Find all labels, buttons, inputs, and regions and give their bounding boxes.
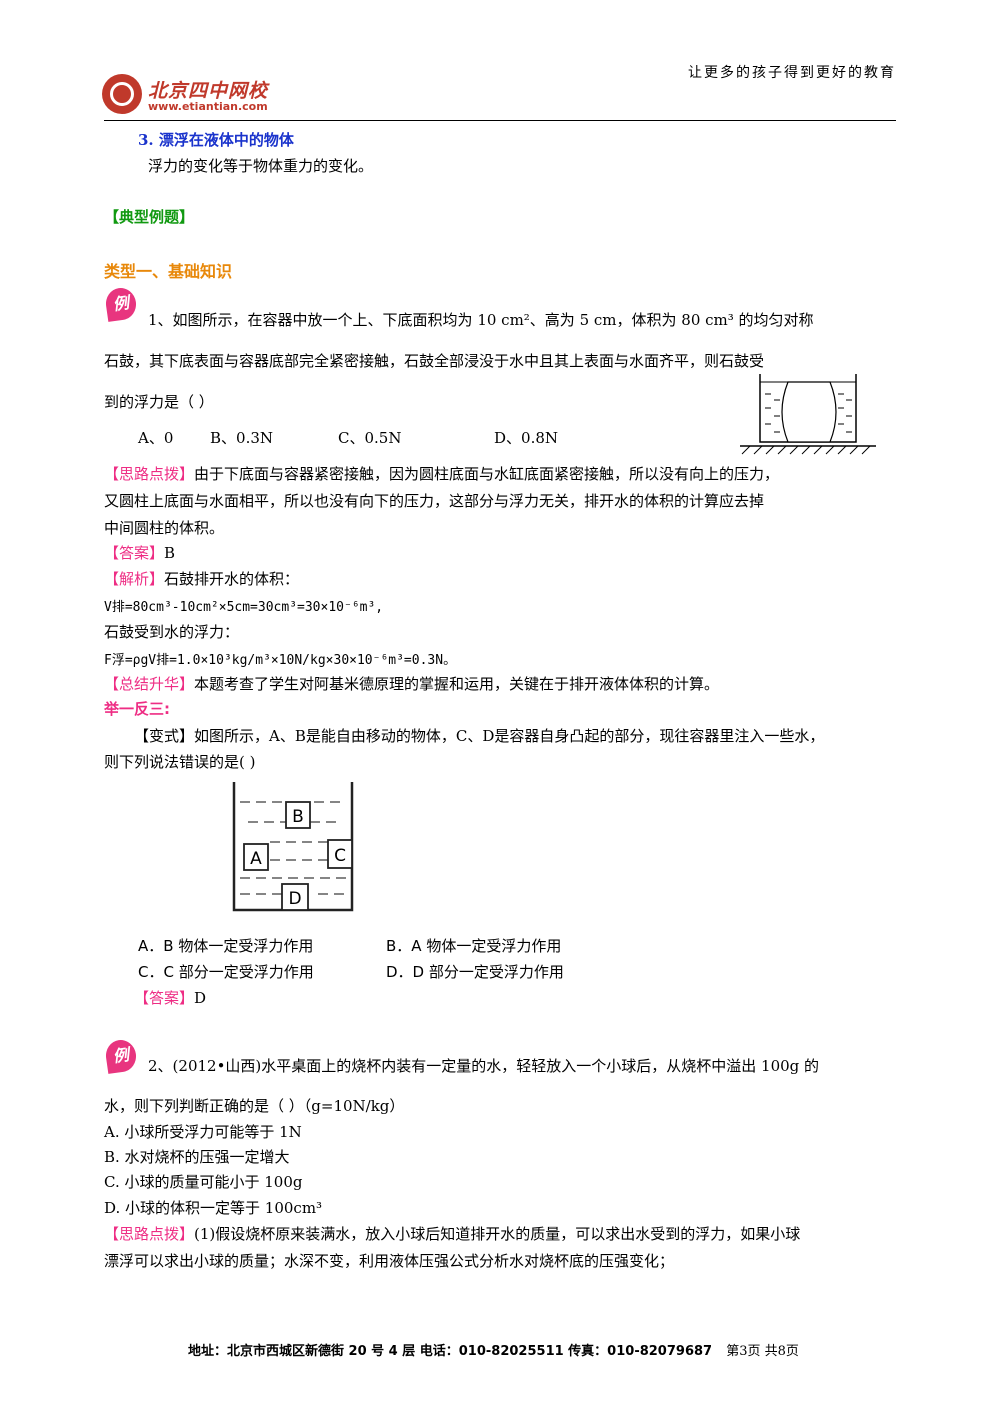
variant-option-d: D．D 部分一定受浮力作用 bbox=[386, 963, 564, 981]
section3-title: 3. 漂浮在液体中的物体 bbox=[138, 131, 294, 149]
footer: 地址：北京市西城区新德街 20 号 4 层 电话：010-82025511 传真… bbox=[188, 1340, 799, 1359]
variant-figure: B A C D bbox=[232, 782, 354, 912]
fig-label-d: D bbox=[288, 889, 301, 909]
logo-url: www.etiantian.com bbox=[148, 100, 268, 113]
logo: 北京四中网校 www.etiantian.com bbox=[102, 74, 292, 118]
ex1-analysis-l3: 石鼓受到水的浮力： bbox=[104, 623, 240, 641]
section3-text: 浮力的变化等于物体重力的变化。 bbox=[148, 157, 374, 175]
ex1-answer-label: 【答案】 bbox=[104, 544, 165, 562]
ex2-hint-label: 【思路点拨】 bbox=[104, 1225, 195, 1243]
ex2-hint-l2: 漂浮可以求出小球的质量；水深不变，利用液体压强公式分析水对烧杯底的压强变化； bbox=[104, 1252, 675, 1270]
variant-answer: 【答案】D bbox=[134, 988, 206, 1008]
type1-heading: 类型一、基础知识 bbox=[104, 262, 233, 281]
ex1-hint-label: 【思路点拨】 bbox=[104, 465, 195, 483]
ex1-hint-l1: 由于下底面与容器紧密接触，因为圆柱底面与水缸底面紧密接触，所以没有向上的压力， bbox=[194, 465, 780, 483]
ex1-analysis-l1: 石鼓排开水的体积： bbox=[164, 570, 300, 588]
ex1-analysis-l4: F浮=ρgV排=1.0×10³kg/m³×10N/kg×30×10⁻⁶m³=0.… bbox=[104, 653, 457, 668]
typical-examples-heading: 【典型例题】 bbox=[104, 208, 195, 226]
fig-label-c: C bbox=[334, 846, 346, 866]
ex1-analysis: 【解析】石鼓排开水的体积： bbox=[104, 569, 299, 589]
logo-emblem-icon bbox=[102, 74, 142, 114]
ex2-hint: 【思路点拨】(1)假设烧杯原来装满水，放入小球后知道排开水的质量，可以求出水受到… bbox=[104, 1224, 800, 1244]
variant-option-a: A．B 物体一定受浮力作用 bbox=[138, 937, 314, 955]
ex2-option-d: D. 小球的体积一定等于 100cm³ bbox=[104, 1199, 323, 1217]
variant-answer-label: 【答案】 bbox=[134, 989, 195, 1007]
variant-option-c: C．C 部分一定受浮力作用 bbox=[138, 963, 314, 981]
ex1-line2: 石鼓，其下底表面与容器底部完全紧密接触，石鼓全部浸没于水中且其上表面与水面齐平，… bbox=[104, 352, 765, 370]
ex1-analysis-l2: V排=80cm³-10cm²×5cm=30cm³=30×10⁻⁶m³, bbox=[104, 600, 384, 615]
ex2-option-c: C. 小球的质量可能小于 100g bbox=[104, 1173, 303, 1191]
fig-label-b: B bbox=[292, 807, 304, 827]
ex1-option-c: C、0.5N bbox=[338, 429, 402, 447]
ex1-answer-value: B bbox=[164, 544, 176, 562]
ex1-option-b: B、0.3N bbox=[210, 429, 274, 447]
footer-address: 地址：北京市西城区新德街 20 号 4 层 电话：010-82025511 传真… bbox=[188, 1344, 713, 1359]
ex2-option-b: B. 水对烧杯的压强一定增大 bbox=[104, 1148, 290, 1166]
ex1-line3: 到的浮力是（ ） bbox=[104, 393, 214, 411]
ex1-hint-l3: 中间圆柱的体积。 bbox=[104, 519, 225, 537]
ex1-line1: 1、如图所示，在容器中放一个上、下底面积均为 10 cm²、高为 5 cm，体积… bbox=[148, 311, 814, 329]
ex1-hint-l2: 又圆柱上底面与水面相平，所以也没有向下的压力，这部分与浮力无关，排开水的体积的计… bbox=[104, 492, 765, 510]
fig-label-a: A bbox=[250, 849, 262, 869]
variant-option-b: B．A 物体一定受浮力作用 bbox=[386, 937, 562, 955]
ex1-summary-label: 【总结升华】 bbox=[104, 675, 195, 693]
ex1-analysis-label: 【解析】 bbox=[104, 570, 165, 588]
ex1-figure bbox=[740, 374, 876, 455]
ex2-line1: 2、(2012•山西)水平桌面上的烧杯内装有一定量的水，轻轻放入一个小球后，从烧… bbox=[148, 1057, 820, 1075]
header-slogan: 让更多的孩子得到更好的教育 bbox=[688, 65, 896, 81]
ex1-option-d: D、0.8N bbox=[494, 429, 559, 447]
header-divider bbox=[104, 120, 896, 121]
variant-answer-value: D bbox=[194, 989, 207, 1007]
example2-badge-icon: 例 bbox=[103, 1038, 139, 1074]
variant-line2: 则下列说法错误的是( ) bbox=[104, 753, 256, 771]
variant-line1: 【变式】如图所示，A、B是能自由移动的物体，C、D是容器自身凸起的部分，现往容器… bbox=[134, 727, 825, 745]
footer-page: 第3页 共8页 bbox=[726, 1344, 799, 1359]
ex2-option-a: A. 小球所受浮力可能等于 1N bbox=[104, 1123, 302, 1141]
variant-heading: 举一反三: bbox=[104, 700, 170, 718]
ex1-answer: 【答案】B bbox=[104, 543, 175, 563]
example-badge-icon: 例 bbox=[103, 286, 139, 322]
ex2-line2: 水，则下列判断正确的是（ ）（g=10N/kg） bbox=[104, 1097, 405, 1115]
ex2-hint-l1: (1)假设烧杯原来装满水，放入小球后知道排开水的质量，可以求出水受到的浮力，如果… bbox=[194, 1225, 801, 1243]
logo-name: 北京四中网校 bbox=[148, 80, 269, 102]
ex1-option-a: A、0 bbox=[138, 429, 174, 447]
ex1-summary: 【总结升华】本题考查了学生对阿基米德原理的掌握和运用，关键在于排开液体体积的计算… bbox=[104, 674, 719, 694]
ex1-hint: 【思路点拨】由于下底面与容器紧密接触，因为圆柱底面与水缸底面紧密接触，所以没有向… bbox=[104, 464, 779, 484]
ex1-summary-text: 本题考查了学生对阿基米德原理的掌握和运用，关键在于排开液体体积的计算。 bbox=[194, 675, 720, 693]
